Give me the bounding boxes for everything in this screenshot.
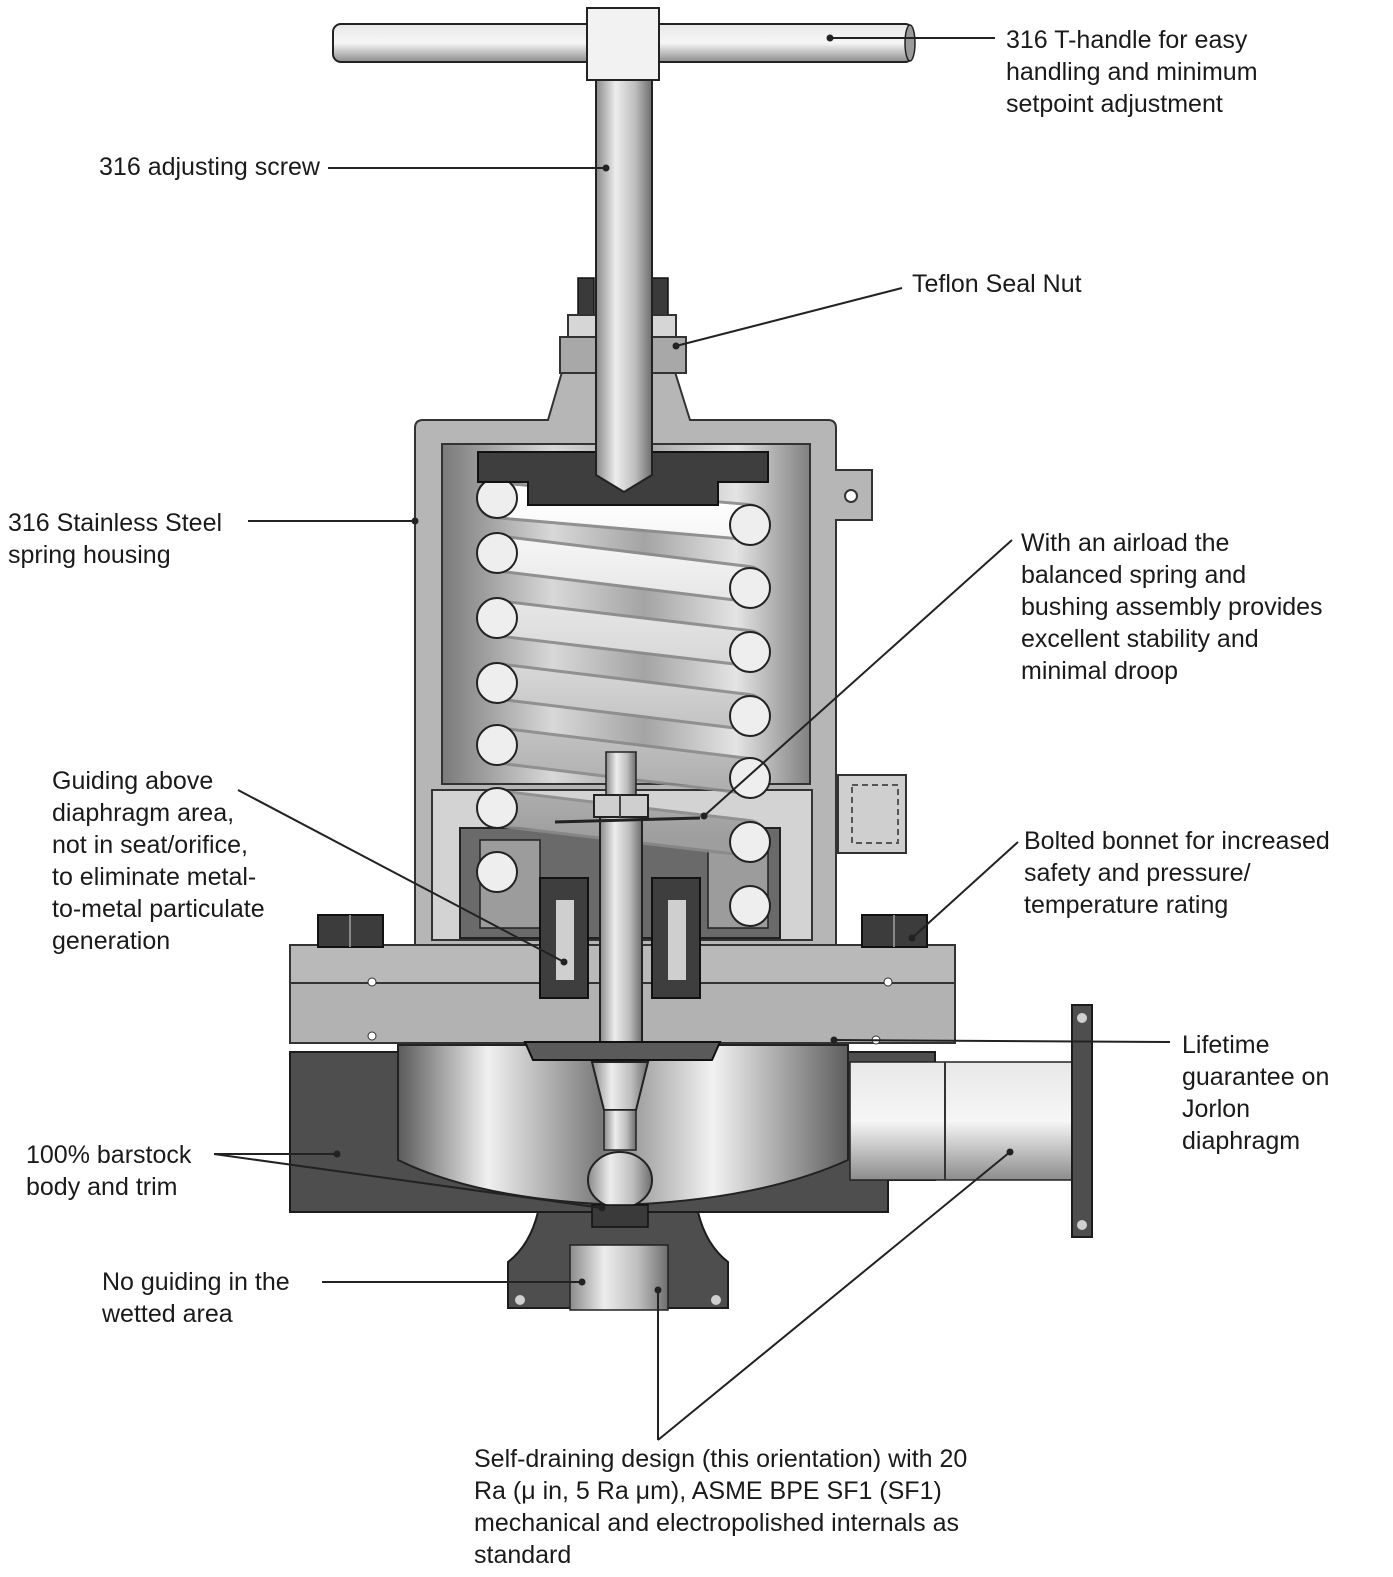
adjuster-assembly [332,7,916,494]
spring-coils [476,477,771,927]
label-guiding-above: Guiding above diaphragm area, not in sea… [52,767,265,955]
leader-lines [213,37,1171,1441]
label-adjusting-screw: 316 adjusting screw [99,153,320,181]
center-stem [523,751,722,1228]
leader-guiding-above [237,789,565,963]
label-airload: With an airload the balanced spring and … [1021,529,1323,685]
leader-airload [703,539,1013,817]
leader-dots [333,34,1014,1294]
leader-lifetime [833,1039,1171,1043]
label-t-handle: 316 T-handle for easy handling and minim… [1006,26,1258,118]
label-barstock: 100% barstock body and trim [26,1141,192,1201]
leader-self-draining-b [657,1151,1011,1441]
label-lifetime: Lifetime guarantee on Jorlon diaphragm [1182,1031,1330,1155]
label-self-draining: Self-draining design (this orientation) … [474,1445,968,1569]
leader-bolted-bonnet [911,841,1019,939]
leader-seal-nut [675,287,903,347]
label-seal-nut: Teflon Seal Nut [912,270,1082,298]
label-bolted-bonnet: Bolted bonnet for increased safety and p… [1024,827,1330,919]
label-spring-housing: 316 Stainless Steel spring housing [8,509,223,569]
label-no-guiding: No guiding in the wetted area [102,1268,290,1328]
leader-barstock-b [213,1153,603,1209]
